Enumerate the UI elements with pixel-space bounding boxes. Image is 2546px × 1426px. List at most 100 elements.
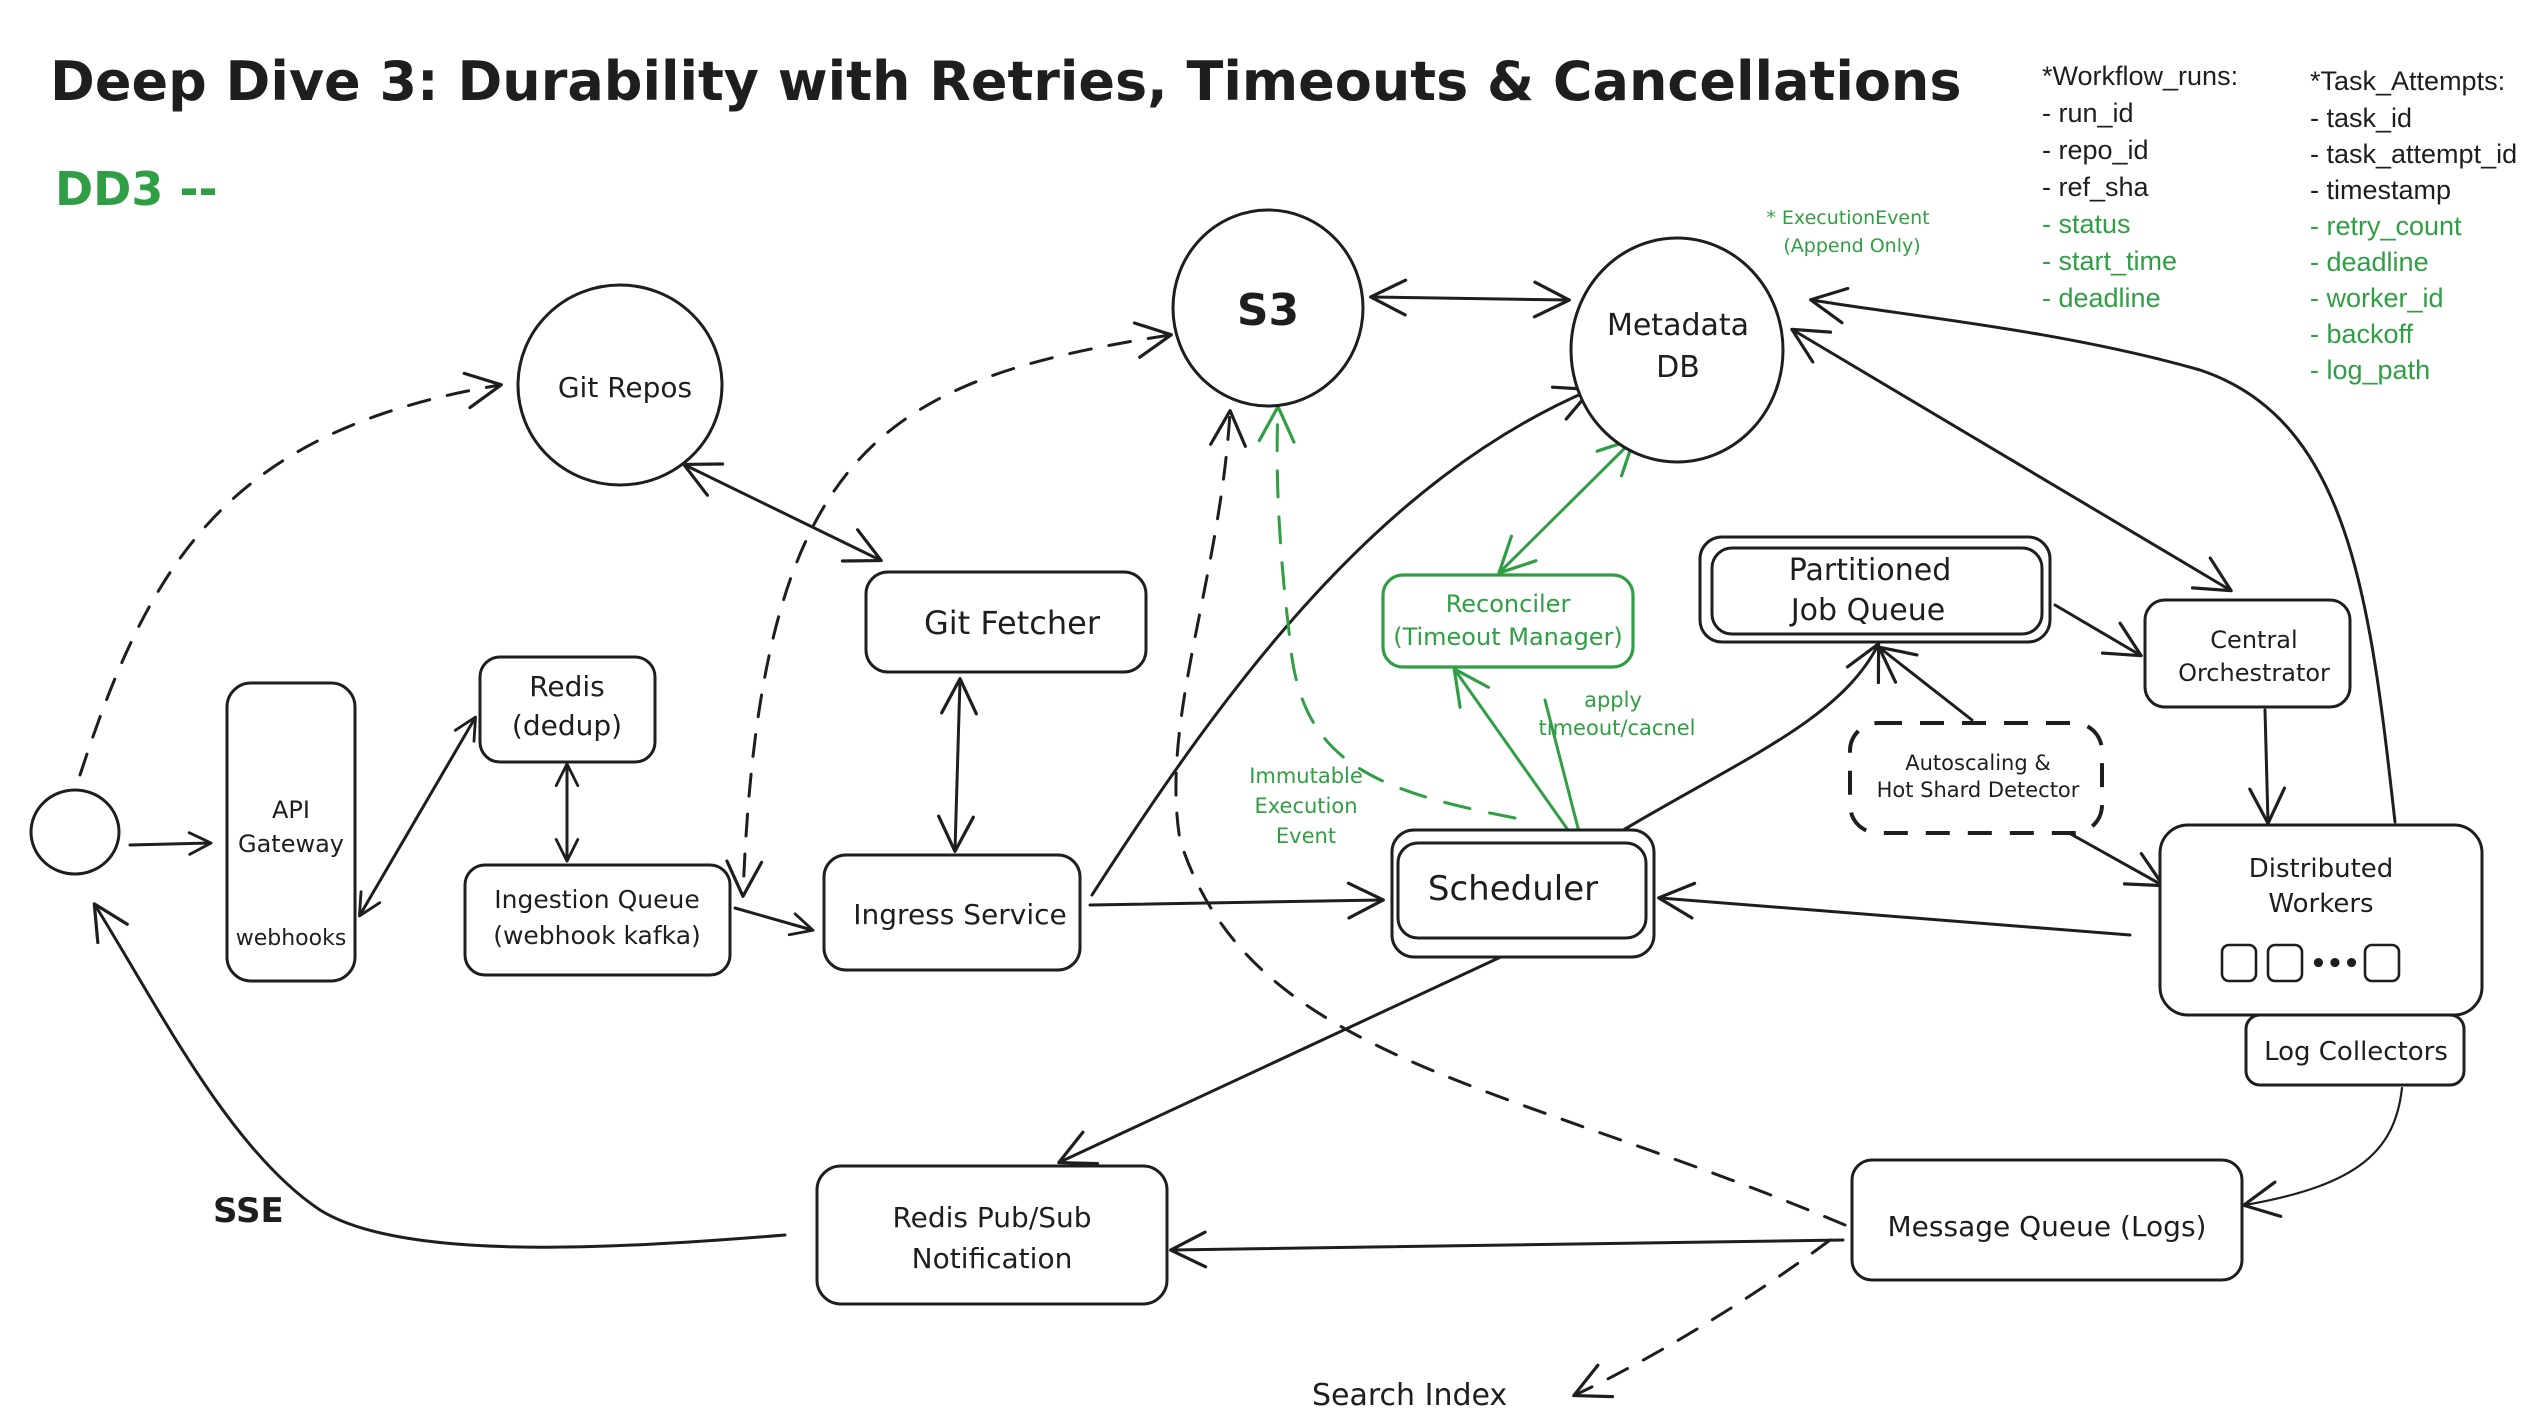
schema-task-attempts: *Task_Attempts: - task_id- task_attempt_…: [2310, 66, 2517, 385]
metadata-db-label-1: Metadata: [1607, 308, 1749, 343]
search-index-label: Search Index: [1312, 1378, 1507, 1413]
message-queue-label: Message Queue (Logs): [1888, 1210, 2207, 1243]
orchestrator-label-1: Central: [2210, 626, 2297, 654]
schema-field: - repo_id: [2042, 135, 2149, 165]
edge-fetcher-ingress[interactable]: [937, 677, 978, 853]
git-repos-label: Git Repos: [558, 371, 692, 404]
edge-autoscaling-to-workers[interactable]: [2058, 826, 2165, 888]
ingestion-queue-label-2: (webhook kafka): [493, 921, 701, 950]
edge-message-queue-to-s3[interactable]: [1174, 409, 1847, 1227]
redis-dedup-label-1: Redis: [529, 670, 605, 703]
schema-field: - backoff: [2310, 319, 2414, 349]
worker-slot-icon: [2220, 943, 2258, 983]
log-collectors-node[interactable]: Log Collectors: [2244, 1013, 2466, 1087]
diagram-subtitle: DD3 --: [55, 162, 218, 216]
git-fetcher-label: Git Fetcher: [924, 604, 1101, 642]
client-circle[interactable]: [29, 788, 121, 876]
edge-ingestion-to-ingress[interactable]: [733, 906, 815, 937]
schema-field: - run_id: [2042, 98, 2134, 128]
reconciler-node[interactable]: Reconciler (Timeout Manager): [1381, 573, 1635, 669]
reconciler-label-2: (Timeout Manager): [1393, 623, 1623, 651]
api-gateway-label-2: Gateway: [238, 830, 344, 858]
schema-workflow-runs: *Workflow_runs: - run_id- repo_id- ref_s…: [2042, 61, 2238, 313]
job-queue-label-1: Partitioned: [1789, 553, 1952, 588]
redis-pubsub-node[interactable]: Redis Pub/Sub Notification: [815, 1164, 1169, 1306]
edge-metadata-orchestrator[interactable]: [1790, 327, 2233, 593]
edges: [78, 278, 2404, 1399]
reconciler-label-1: Reconciler: [1446, 590, 1571, 618]
client-node[interactable]: [29, 788, 121, 876]
edge-scheduler-to-reconciler-stroke: [1543, 698, 1580, 830]
edge-api-gateway-redis[interactable]: [358, 715, 477, 918]
edge-workers-to-metadata[interactable]: [1809, 286, 2397, 824]
schema-field: - status: [2042, 209, 2131, 239]
git-fetcher-node[interactable]: Git Fetcher: [864, 570, 1148, 674]
edge-scheduler-to-reconciler[interactable]: [1452, 667, 1570, 832]
ingress-service-label: Ingress Service: [853, 898, 1066, 931]
distributed-workers-node[interactable]: Distributed Workers •••: [2158, 823, 2484, 1017]
log-collectors-label: Log Collectors: [2264, 1037, 2448, 1067]
edge-ingress-to-scheduler[interactable]: [1088, 881, 1385, 920]
edge-log-collectors-to-mq[interactable]: [2242, 1086, 2404, 1218]
autoscaling-node[interactable]: Autoscaling & Hot Shard Detector: [1848, 721, 2104, 835]
schema-field: - start_time: [2042, 246, 2177, 276]
execution-event-note-1: * ExecutionEvent: [1766, 207, 1929, 229]
edge-pubsub-to-client-sse[interactable]: [92, 902, 787, 1249]
api-gateway-label-1: API: [272, 796, 310, 824]
autoscaling-label-2: Hot Shard Detector: [1877, 778, 2080, 802]
worker-ellipsis: •••: [2310, 949, 2360, 979]
schema-title: *Workflow_runs:: [2042, 61, 2238, 91]
ingestion-queue-label-1: Ingestion Queue: [494, 885, 699, 914]
edge-mq-to-pubsub[interactable]: [1169, 1230, 1845, 1269]
schema-title: *Task_Attempts:: [2310, 66, 2505, 96]
metadata-db-node[interactable]: Metadata DB: [1569, 236, 1785, 464]
s3-node[interactable]: S3: [1171, 208, 1365, 408]
git-repos-node[interactable]: Git Repos: [516, 283, 724, 487]
schema-field: - worker_id: [2310, 283, 2444, 313]
s3-label: S3: [1237, 285, 1299, 336]
edge-workers-to-scheduler[interactable]: [1657, 881, 2132, 937]
edge-autoscaling-to-job-queue[interactable]: [1877, 645, 1974, 722]
edge-client-to-api-gateway[interactable]: [128, 831, 213, 856]
edge-ingress-to-metadata[interactable]: [1090, 385, 1593, 897]
diagram-title: Deep Dive 3: Durability with Retries, Ti…: [50, 50, 1962, 113]
scheduler-node[interactable]: Scheduler: [1390, 828, 1656, 959]
schema-field: - deadline: [2310, 247, 2429, 277]
worker-slot-icon: [2363, 943, 2401, 983]
edge-mq-to-search-index[interactable]: [1572, 1238, 1832, 1399]
central-orchestrator-node[interactable]: Central Orchestrator: [2143, 598, 2352, 709]
schema-field: - timestamp: [2310, 175, 2451, 205]
edge-job-queue-to-orchestrator[interactable]: [2053, 603, 2143, 658]
edge-s3-metadata[interactable]: [1369, 278, 1571, 319]
metadata-db-label-2: DB: [1656, 350, 1700, 385]
api-gateway-sublabel: webhooks: [236, 926, 347, 951]
execution-event-note-2: (Append Only): [1783, 235, 1920, 257]
redis-dedup-label-2: (dedup): [512, 709, 622, 742]
redis-dedup-node[interactable]: Redis (dedup): [478, 655, 657, 764]
scheduler-label: Scheduler: [1428, 869, 1598, 909]
schema-field: - deadline: [2042, 283, 2161, 313]
edge-scheduler-to-pubsub[interactable]: [1057, 953, 1507, 1166]
worker-slot-icon: [2266, 943, 2304, 983]
edge-scheduler-to-s3-green[interactable]: [1257, 405, 1517, 820]
edge-orchestrator-to-workers[interactable]: [2248, 708, 2287, 825]
ingress-service-node[interactable]: Ingress Service: [822, 853, 1082, 972]
ingestion-queue-node[interactable]: Ingestion Queue (webhook kafka): [463, 863, 732, 977]
edge-client-to-git-repos[interactable]: [78, 371, 503, 777]
edge-scheduler-to-job-queue[interactable]: [1618, 642, 1881, 834]
api-gateway-node[interactable]: API Gateway webhooks: [225, 681, 357, 983]
orchestrator-label-2: Orchestrator: [2178, 659, 2330, 687]
schema-field: - task_id: [2310, 103, 2412, 133]
workers-label-2: Workers: [2268, 889, 2373, 919]
apply-note-2: timeout/cacnel: [1539, 716, 1696, 740]
schema-field: - log_path: [2310, 355, 2430, 385]
pubsub-label-1: Redis Pub/Sub: [892, 1201, 1091, 1234]
partitioned-job-queue-node[interactable]: Partitioned Job Queue: [1698, 535, 2052, 644]
apply-note-1: apply: [1584, 688, 1642, 712]
immutable-note-2: Execution: [1254, 794, 1357, 818]
edge-git-repos-fetcher[interactable]: [682, 462, 883, 563]
message-queue-node[interactable]: Message Queue (Logs): [1850, 1158, 2244, 1282]
immutable-note-1: Immutable: [1249, 764, 1363, 788]
edge-reconciler-metadata[interactable]: [1497, 437, 1636, 575]
